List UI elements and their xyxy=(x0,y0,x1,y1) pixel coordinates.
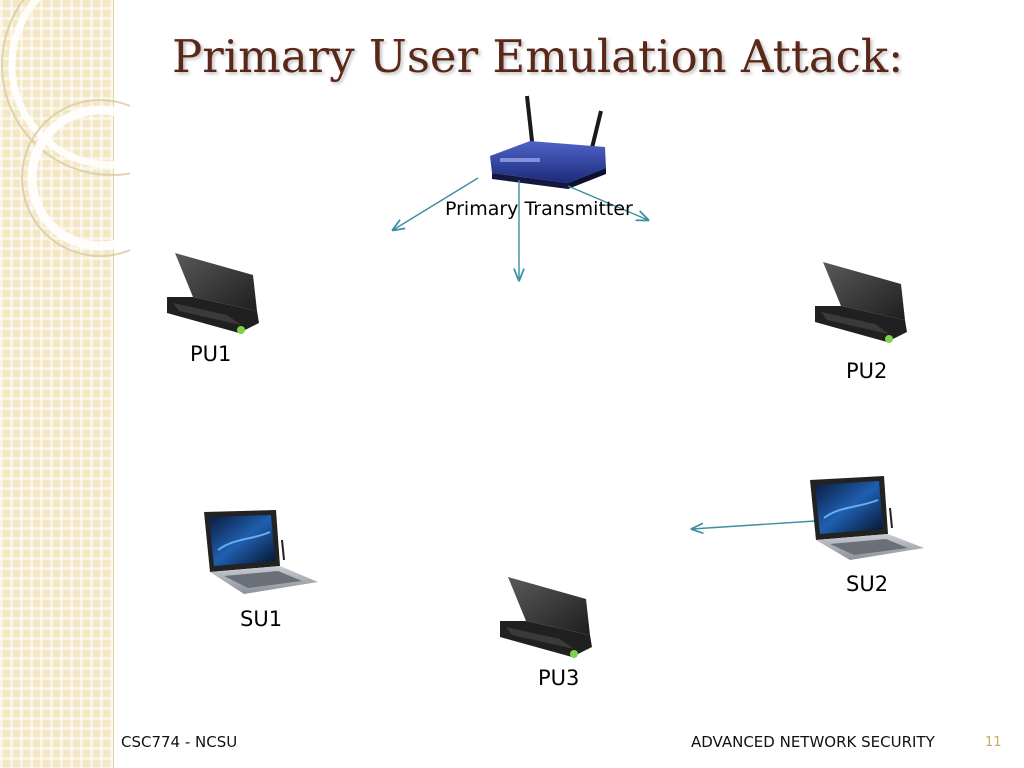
page-number: 11 xyxy=(985,735,1002,750)
sidebar-edge xyxy=(113,0,114,768)
footer-left: CSC774 - NCSU xyxy=(121,733,238,751)
laptop-icon xyxy=(815,262,907,343)
arrow-transmit-left xyxy=(393,177,479,230)
arrow-su2-emulation xyxy=(692,520,816,529)
laptop-open-icon xyxy=(810,476,924,560)
footer-right: ADVANCED NETWORK SECURITY xyxy=(691,733,935,751)
node-label-su2: SU2 xyxy=(846,572,889,596)
slide-title: Primary User Emulation Attack: xyxy=(172,30,904,83)
node-label-pu2: PU2 xyxy=(846,359,888,383)
node-label-pu3: PU3 xyxy=(538,666,580,690)
laptop-icon xyxy=(500,577,592,658)
laptop-open-icon xyxy=(204,510,318,594)
decorative-rings xyxy=(1,0,130,257)
laptop-icon xyxy=(167,253,259,334)
node-label-primary-transmitter: Primary Transmitter xyxy=(445,198,633,220)
node-label-su1: SU1 xyxy=(240,607,283,631)
router-icon xyxy=(490,95,606,189)
arrow-transmit-right xyxy=(567,185,648,220)
node-label-pu1: PU1 xyxy=(190,342,232,366)
